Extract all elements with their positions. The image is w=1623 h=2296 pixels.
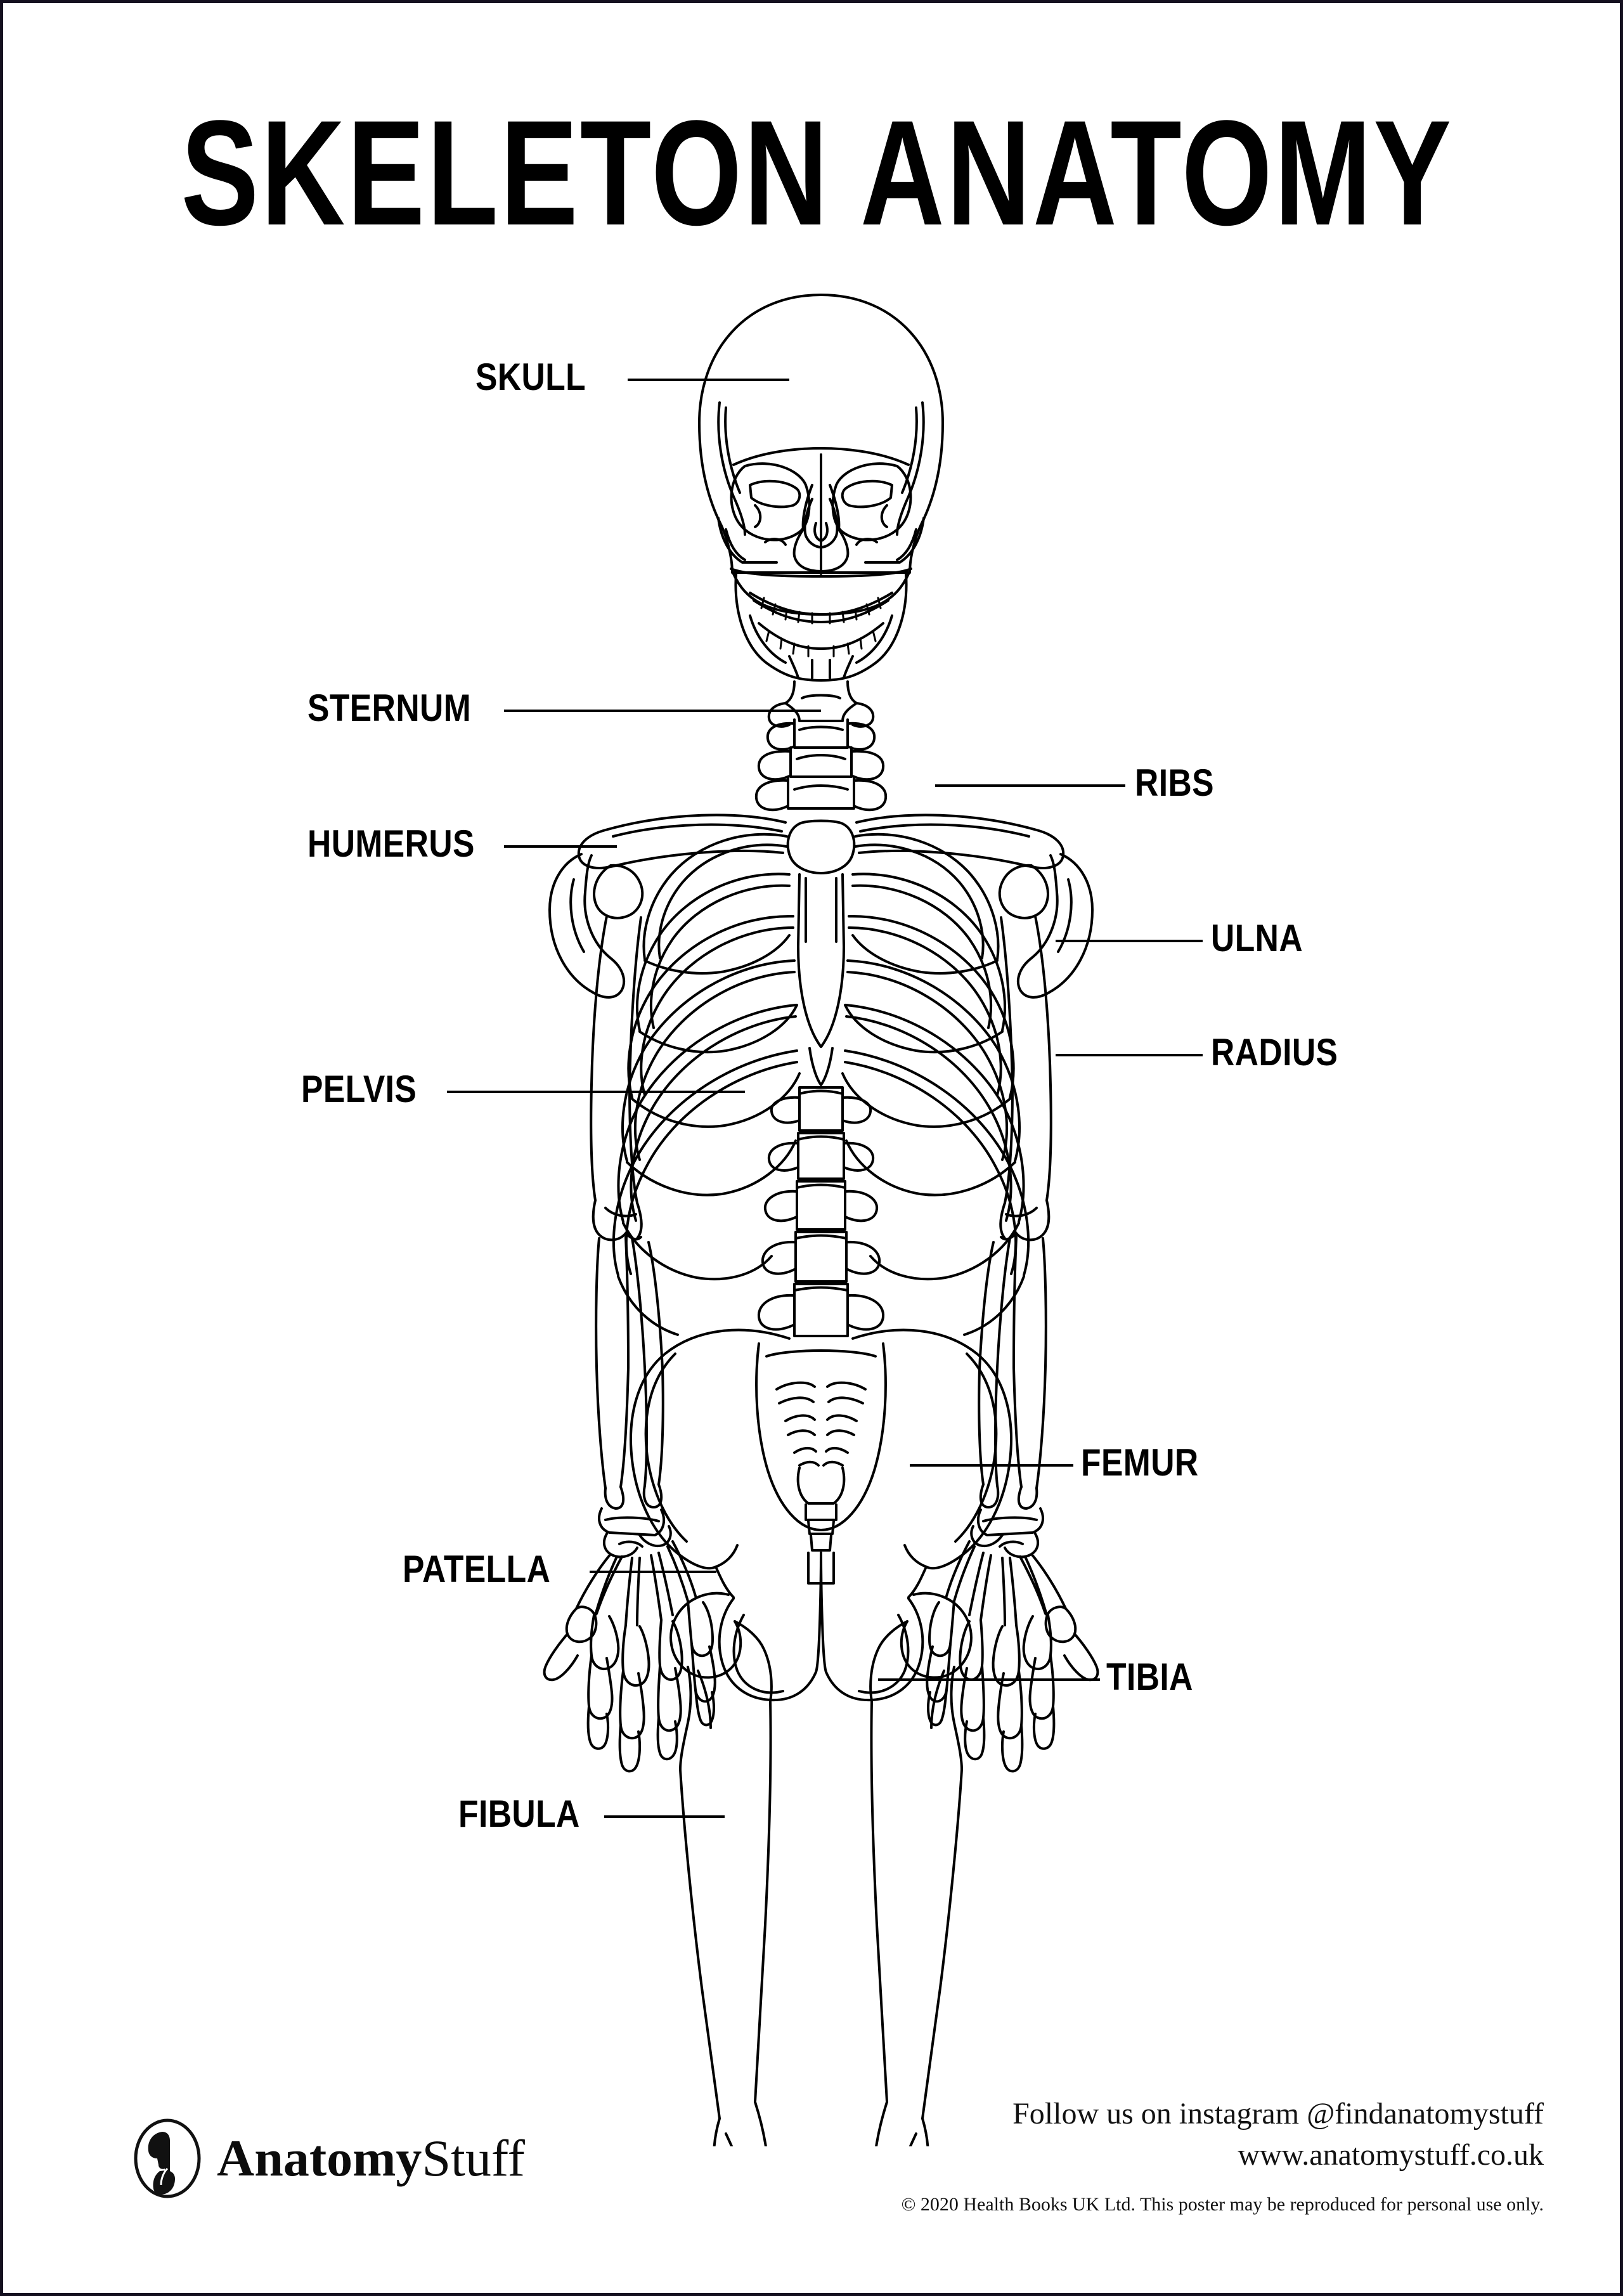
right-leg-bones (869, 1592, 973, 2146)
copyright-line: © 2020 Health Books UK Ltd. This poster … (901, 2194, 1544, 2215)
pelvis-bone (630, 1328, 1012, 1702)
lumbar-spine-bones (757, 1086, 885, 1337)
logo-word-anatomy: Anatomy (217, 2129, 422, 2187)
label-tibia: TIBIA (1106, 1656, 1193, 1698)
clavicle-and-scapula-bones (548, 814, 1094, 999)
ribcage-bones (612, 833, 1030, 1336)
label-humerus: HUMERUS (307, 822, 475, 865)
label-ribs: RIBS (1135, 762, 1215, 804)
leader-line-ribs (935, 784, 1125, 787)
leader-line-radius (1056, 1054, 1203, 1056)
website-line[interactable]: www.anatomystuff.co.uk (1238, 2137, 1544, 2172)
left-leg-bones (669, 1592, 773, 2146)
leader-line-femur (910, 1464, 1073, 1467)
label-femur: FEMUR (1081, 1441, 1199, 1484)
leader-line-sternum (504, 710, 821, 712)
leader-line-fibula (604, 1815, 725, 1818)
left-arm-bones (543, 915, 716, 1773)
anatomystuff-wordmark: AnatomyStuff (217, 2132, 525, 2184)
cervical-spine-bones (754, 680, 888, 812)
leader-line-skull (628, 379, 789, 381)
anatomystuff-logo[interactable]: AnatomyStuff (127, 2118, 525, 2199)
anatomy-profile-logo-icon (134, 2118, 201, 2198)
footer-contact-block: Follow us on instagram @findanatomystuff… (902, 2094, 1544, 2217)
instagram-line[interactable]: Follow us on instagram @findanatomystuff (1012, 2097, 1544, 2131)
label-sternum: STERNUM (307, 687, 472, 729)
leader-line-pelvis (447, 1091, 745, 1093)
poster-footer: AnatomyStuff Follow us on instagram @fin… (3, 2084, 1620, 2293)
skeleton-diagram (447, 276, 1195, 2146)
leader-line-ulna (1056, 940, 1203, 942)
sternum-bone (786, 819, 856, 1086)
label-pelvis: PELVIS (301, 1068, 417, 1110)
label-ulna: ULNA (1211, 917, 1303, 959)
leader-line-humerus (504, 845, 617, 848)
label-fibula: FIBULA (458, 1793, 580, 1835)
skull-bone (698, 294, 944, 682)
label-patella: PATELLA (403, 1548, 551, 1590)
label-skull: SKULL (475, 356, 586, 398)
right-arm-bones (926, 915, 1099, 1773)
leader-line-patella (590, 1571, 716, 1573)
leader-line-tibia (878, 1678, 1100, 1681)
page-title: SKELETON ANATOMY (181, 89, 1454, 257)
logo-word-stuff: Stuff (422, 2129, 525, 2187)
label-radius: RADIUS (1211, 1031, 1338, 1073)
